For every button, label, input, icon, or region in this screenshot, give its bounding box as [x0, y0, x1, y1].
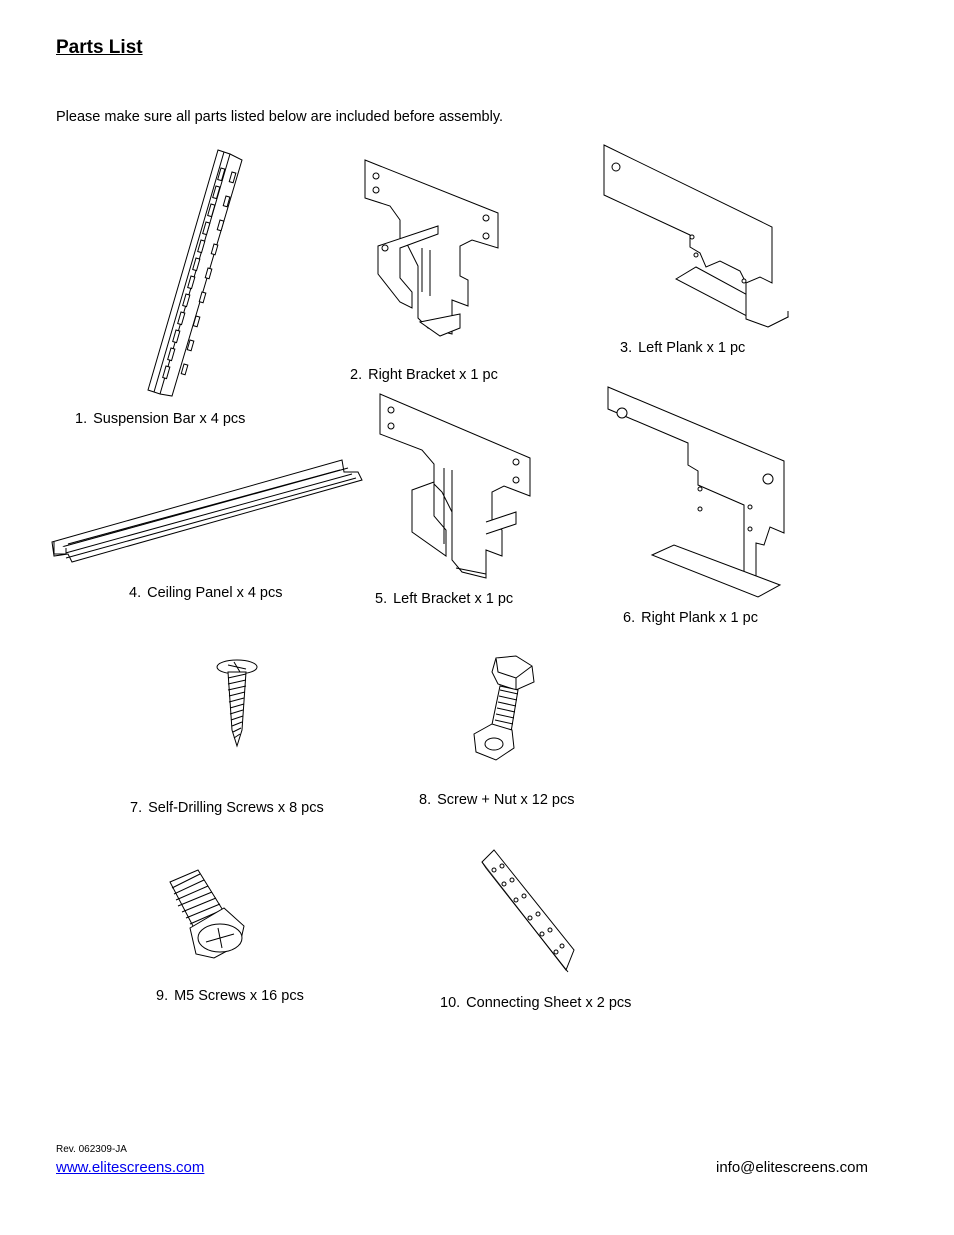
- m5-screw-icon: [164, 866, 254, 962]
- screw-nut-icon: [466, 654, 541, 762]
- ceiling-panel-icon: [50, 458, 365, 570]
- part-caption-8: 8.Screw + Nut x 12 pcs: [419, 792, 575, 808]
- part-caption-10: 10.Connecting Sheet x 2 pcs: [440, 995, 632, 1011]
- connecting-sheet-icon: [478, 848, 578, 974]
- part-caption-6: 6.Right Plank x 1 pc: [623, 610, 758, 626]
- left-bracket-icon: [376, 392, 536, 584]
- page-title: Parts List: [56, 37, 143, 58]
- right-plank-icon: [604, 385, 784, 600]
- self-drilling-screw-icon: [214, 658, 260, 748]
- part-caption-3: 3.Left Plank x 1 pc: [620, 340, 746, 356]
- website-link[interactable]: www.elitescreens.com: [56, 1159, 205, 1176]
- part-caption-1: 1.Suspension Bar x 4 pcs: [75, 411, 246, 427]
- contact-email: info@elitescreens.com: [716, 1159, 868, 1176]
- part-caption-5: 5.Left Bracket x 1 pc: [375, 591, 514, 607]
- part-caption-9: 9.M5 Screws x 16 pcs: [156, 988, 304, 1004]
- revision-label: Rev. 062309-JA: [56, 1144, 127, 1155]
- part-caption-4: 4.Ceiling Panel x 4 pcs: [129, 585, 283, 601]
- part-caption-2: 2.Right Bracket x 1 pc: [350, 367, 498, 383]
- suspension-bar-icon: [130, 146, 245, 396]
- part-caption-7: 7.Self-Drilling Screws x 8 pcs: [130, 800, 324, 816]
- intro-text: Please make sure all parts listed below …: [56, 109, 504, 125]
- right-bracket-icon: [360, 158, 505, 340]
- left-plank-icon: [600, 143, 795, 333]
